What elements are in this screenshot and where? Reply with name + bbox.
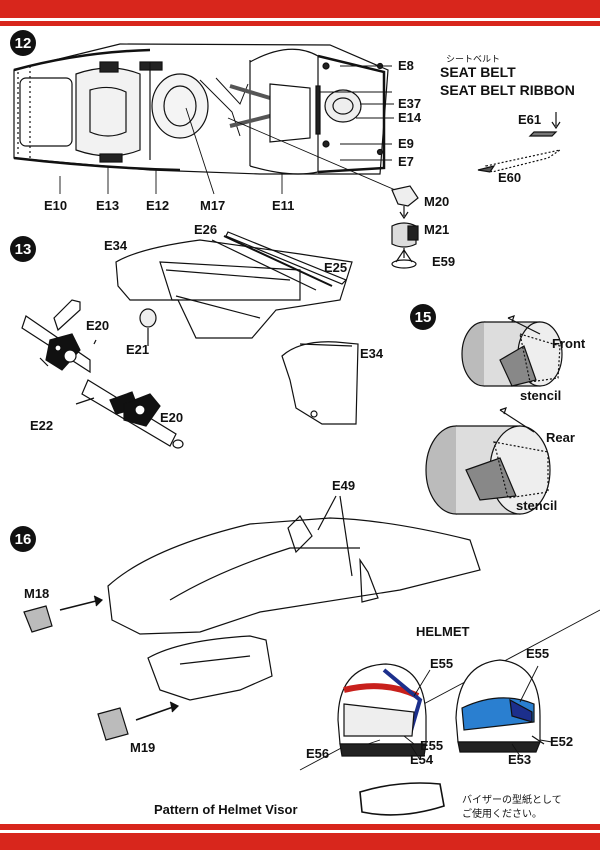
label-e37: E37 — [398, 96, 422, 111]
label-e20-upper: E20 — [86, 318, 110, 333]
label-e7: E7 — [398, 154, 414, 169]
front-tyre — [461, 315, 563, 387]
helmet-title: HELMET — [416, 624, 470, 639]
step-number-16: 16 — [10, 526, 36, 552]
label-e26: E26 — [194, 222, 218, 237]
label-e25: E25 — [324, 260, 348, 275]
label-e56: E56 — [306, 746, 330, 761]
label-e55-left-top: E55 — [430, 656, 454, 671]
step-number-12: 12 — [10, 30, 36, 56]
visor-note-line-1: バイザーの型紙として — [462, 795, 562, 806]
label-e55-right-top: E55 — [526, 646, 550, 661]
label-front: Front — [552, 336, 586, 351]
mirror-parts — [391, 185, 419, 269]
seat-belt-heading: SEAT BELT — [440, 64, 516, 80]
top-red-band — [0, 0, 600, 26]
label-e11: E11 — [272, 198, 295, 213]
label-e55-left-bottom: E55 — [420, 738, 444, 753]
label-rear: Rear — [546, 430, 575, 445]
undertray-parts — [115, 231, 359, 425]
helmet-visor-pattern — [359, 782, 445, 816]
chassis-top-view — [13, 43, 389, 175]
label-e10: E10 — [44, 198, 68, 213]
label-m20: M20 — [424, 194, 450, 209]
label-e21: E21 — [126, 342, 150, 357]
label-stencil-rear: stencil — [516, 498, 558, 513]
seat-belt-japanese: シートベルト — [446, 55, 501, 65]
label-e9: E9 — [398, 136, 414, 151]
helmet-right — [455, 659, 545, 753]
rear-tyre — [425, 407, 551, 515]
label-e53: E53 — [508, 752, 532, 767]
visor-note-line-2: ご使用ください。 — [462, 809, 542, 820]
label-m19: M19 — [130, 740, 156, 755]
label-m18: M18 — [24, 586, 50, 601]
label-m17: M17 — [200, 198, 226, 213]
step-number-15: 15 — [410, 304, 436, 330]
label-e59: E59 — [432, 254, 456, 269]
label-m21: M21 — [424, 222, 450, 237]
label-e8: E8 — [398, 58, 414, 73]
label-e52: E52 — [550, 734, 574, 749]
label-e54: E54 — [410, 752, 434, 767]
label-e34-top: E34 — [104, 238, 128, 253]
sidepod-assembly — [23, 495, 481, 741]
label-e60: E60 — [498, 170, 522, 185]
visor-pattern-caption: Pattern of Helmet Visor — [154, 802, 298, 817]
label-e22: E22 — [30, 418, 54, 433]
suspension-arms — [21, 299, 184, 449]
label-e61: E61 — [518, 112, 542, 127]
label-e20-lower: E20 — [160, 410, 184, 425]
label-e34-side: E34 — [360, 346, 384, 361]
label-e13: E13 — [96, 198, 120, 213]
helmet-left — [337, 663, 427, 757]
label-e12: E12 — [146, 198, 170, 213]
label-e14: E14 — [398, 110, 422, 125]
label-stencil-front: stencil — [520, 388, 562, 403]
seat-belt-ribbon-heading: SEAT BELT RIBBON — [440, 82, 575, 98]
label-e49: E49 — [332, 478, 356, 493]
step-number-13: 13 — [10, 236, 36, 262]
bottom-red-band — [0, 824, 600, 850]
seat-belt-ribbon-parts — [477, 112, 561, 173]
